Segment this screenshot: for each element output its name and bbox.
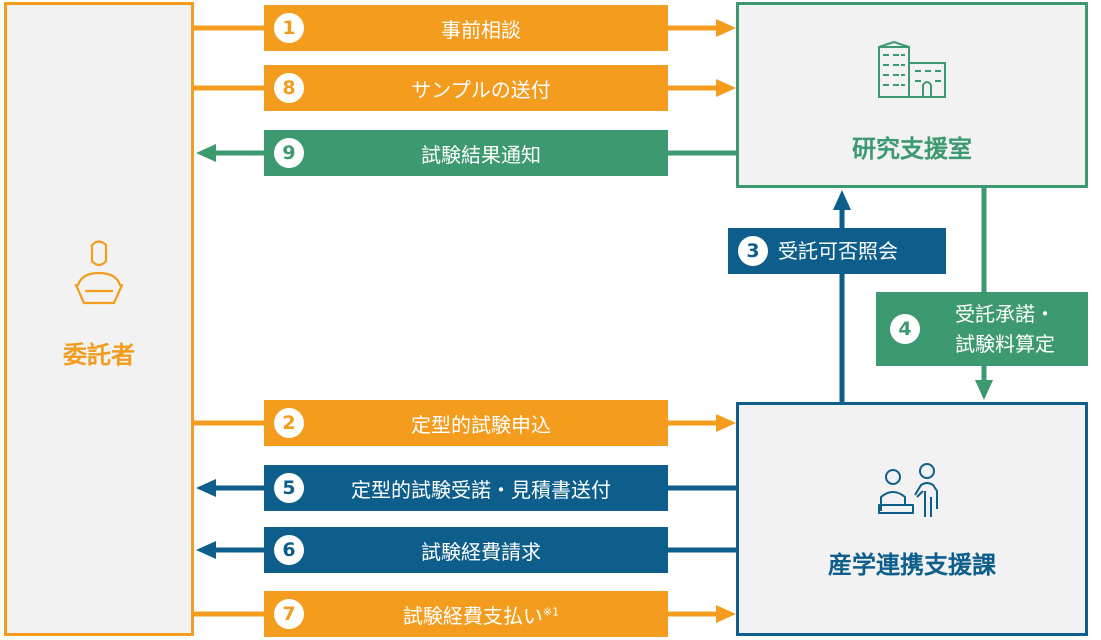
step-text: サンプルの送付: [411, 77, 551, 102]
step-number: 8: [274, 73, 304, 103]
building-icon: [878, 41, 946, 98]
step-4-label: 4 受託承諾・ 試験料算定: [876, 292, 1088, 366]
step-number: 7: [274, 599, 304, 629]
step-number: 5: [274, 473, 304, 503]
step-text-line1: 受託承諾・: [955, 302, 1055, 326]
step-text: 受託可否照会: [778, 239, 898, 263]
industry-name: 産学連携支援課: [828, 551, 996, 579]
step-text: 試験結果通知: [421, 142, 541, 167]
step-2-arrowhead: [716, 414, 736, 432]
industry-box: 産学連携支援課: [736, 402, 1088, 636]
client-name: 委託者: [63, 341, 135, 369]
step-6-arrowhead: [196, 541, 216, 559]
step-1-arrowhead: [716, 19, 736, 37]
step-text: 定型的試験申込: [411, 412, 551, 437]
step-8-label: 8 サンプルの送付: [264, 65, 668, 111]
step-text: 事前相談: [441, 17, 521, 42]
step-text-wrap: 試験経費支払い※1: [373, 600, 559, 629]
footnote-mark: ※1: [542, 604, 560, 618]
step-7-arrowhead: [716, 605, 736, 623]
step-1-label: 1 事前相談: [264, 5, 668, 51]
lab-box: 研究支援室: [736, 2, 1088, 188]
step-text: 試験経費請求: [421, 539, 541, 564]
step-9-label: 9 試験結果通知: [264, 130, 668, 176]
step-6-label: 6 試験経費請求: [264, 527, 668, 573]
step-8-arrowhead: [716, 79, 736, 97]
step-text-line2: 試験料算定: [955, 332, 1055, 356]
step-3-arrowhead: [833, 190, 851, 210]
step-number: 4: [890, 314, 920, 344]
step-3-label: 3 受託可否照会: [728, 228, 946, 274]
step-text: 受託承諾・ 試験料算定: [930, 299, 1080, 359]
meeting-icon: [878, 463, 938, 517]
step-text: 定型的試験受諾・見積書送付: [351, 477, 611, 502]
step-number: 1: [274, 13, 304, 43]
step-5-label: 5 定型的試験受諾・見積書送付: [264, 465, 668, 511]
step-4-arrowhead: [975, 380, 993, 400]
step-5-arrowhead: [196, 479, 216, 497]
step-9-arrowhead: [196, 144, 216, 162]
step-number: 3: [738, 236, 768, 266]
client-box: 委託者: [4, 2, 194, 636]
step-number: 2: [274, 408, 304, 438]
step-7-label: 7 試験経費支払い※1: [264, 591, 668, 637]
person-icon: [74, 240, 124, 305]
step-2-label: 2 定型的試験申込: [264, 400, 668, 446]
lab-name: 研究支援室: [852, 135, 972, 163]
step-number: 9: [274, 138, 304, 168]
step-text: 試験経費支払い: [402, 603, 543, 628]
step-number: 6: [274, 535, 304, 565]
